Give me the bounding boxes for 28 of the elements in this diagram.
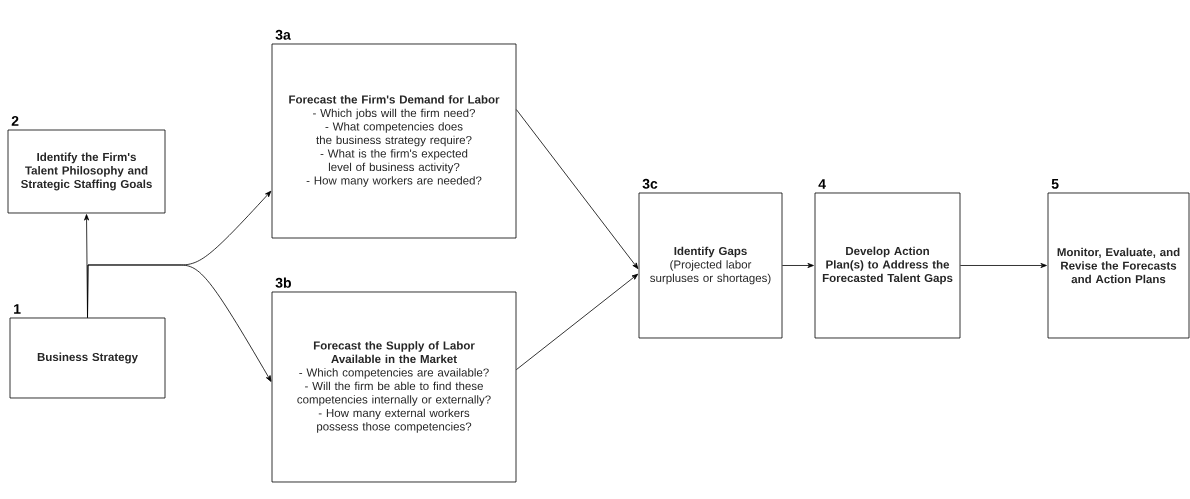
- process-box: Forecast the Supply of Labor Available in the Market - Which competencies are available? - Will the firm be able to find these competencies internally or externally? - How many external workers possess those competencies?: [271, 291, 517, 483]
- node-label: - What competencies does the business strategy require?: [316, 122, 472, 147]
- step-number: 4: [818, 179, 826, 189]
- node-label: - What is the firm's expected level of business activity?: [320, 149, 468, 174]
- node-label: - How many workers are needed?: [306, 176, 482, 187]
- process-box: Business Strategy: [9, 317, 166, 399]
- arrow: [960, 263, 1047, 268]
- step-number: 3a: [275, 29, 291, 40]
- arrow: [516, 273, 639, 370]
- step-number: 1: [14, 304, 21, 314]
- node-label: - Which jobs will the firm need?: [313, 108, 476, 120]
- step-number: 3b: [275, 277, 291, 288]
- step-number: 5: [1051, 179, 1059, 189]
- step-number: 3c: [642, 178, 658, 189]
- node-label: - How many external workers possess those competencies?: [317, 408, 472, 433]
- node-label: - Will the firm be able to find these competencies internally or externally?: [297, 381, 491, 406]
- arrow: [516, 109, 639, 269]
- process-box: Identify Gaps (Projected labor surpluses or shortages): [638, 192, 783, 339]
- arrow: [87, 264, 272, 382]
- process-box: Identify the Firm's Talent Philosophy and Strategic Staffing Goals: [7, 129, 166, 214]
- process-box: Forecast the Firm's Demand for Labor - Which jobs will the firm need? - What competencies does the business strategy require? - What is the firm's expected level of business activity? - How many workers are needed?: [271, 43, 517, 239]
- process-box: Develop Action Plan(s) to Address the Forecasted Talent Gaps: [814, 192, 961, 339]
- process-box: Monitor, Evaluate, and Revise the Forecasts and Action Plans: [1047, 192, 1190, 339]
- node-label: Forecast the Firm's Demand for Labor: [289, 95, 500, 104]
- step-number: 2: [11, 116, 19, 126]
- arrow: [782, 263, 814, 268]
- node-label: Forecast the Supply of Labor Available in the Market: [313, 341, 475, 364]
- node-label: - Which competencies are available?: [299, 368, 489, 379]
